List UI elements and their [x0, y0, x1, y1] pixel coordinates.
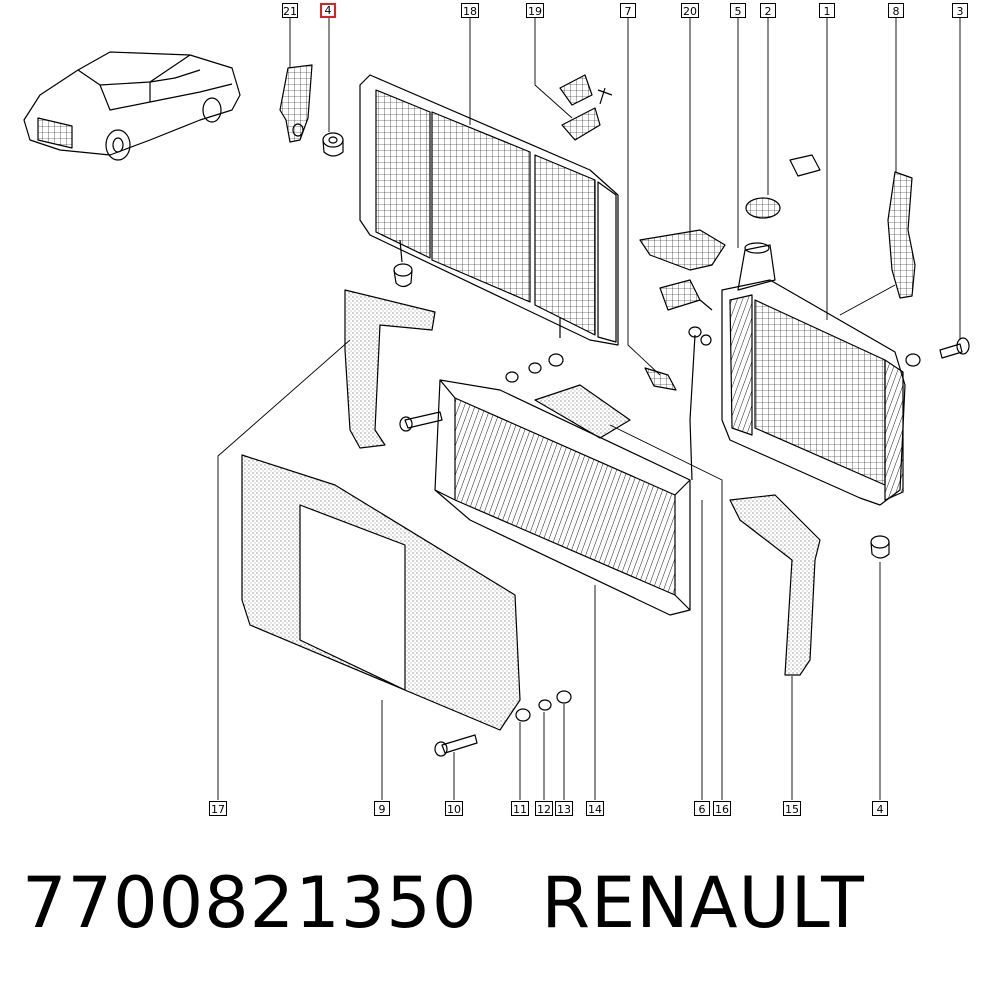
callout-10: 10 — [445, 801, 463, 816]
callout-3: 3 — [952, 3, 968, 18]
callout-18: 18 — [461, 3, 479, 18]
part-20-bracket — [639, 229, 726, 311]
part-4-bottom-grommet — [870, 535, 890, 559]
part-17-deflector — [344, 289, 436, 449]
callout-17: 17 — [209, 801, 227, 816]
part-7-clip — [644, 367, 677, 391]
callout-13: 13 — [555, 801, 573, 816]
callout-12: 12 — [535, 801, 553, 816]
part-3-bolt — [905, 337, 970, 367]
brand-name: RENAULT — [541, 862, 865, 944]
callout-2: 2 — [760, 3, 776, 18]
part-washers-bottom — [515, 690, 572, 722]
callout-15: 15 — [783, 801, 801, 816]
caption: 7700821350 RENAULT — [22, 858, 865, 948]
part-number: 7700821350 — [22, 862, 478, 944]
callout-4-bottom: 4 — [872, 801, 888, 816]
car-thumbnail-icon — [23, 51, 241, 161]
callout-4-highlighted: 4 — [320, 3, 336, 18]
part-18-radiator — [359, 74, 619, 346]
callout-14: 14 — [586, 801, 604, 816]
part-8-bracket — [887, 171, 916, 299]
part-18-mount — [393, 263, 413, 288]
diagram-drawing — [23, 18, 970, 800]
callout-9: 9 — [374, 801, 390, 816]
part-9-shroud — [241, 454, 521, 731]
callout-5: 5 — [730, 3, 746, 18]
part-bolt-left — [399, 411, 443, 432]
part-16-plate — [534, 384, 631, 439]
part-4-grommet — [322, 132, 344, 157]
part-2-filler-cap — [745, 154, 821, 219]
leader-lines — [217, 18, 961, 800]
part-14-condenser — [434, 379, 691, 616]
callout-16: 16 — [713, 801, 731, 816]
callout-7: 7 — [620, 3, 636, 18]
part-6-rod — [688, 326, 712, 481]
part-5-filler-neck — [737, 242, 776, 291]
callout-20: 20 — [681, 3, 699, 18]
part-19-clips — [559, 74, 613, 141]
part-21-bracket — [279, 64, 313, 143]
part-washers-top — [505, 353, 564, 383]
callout-1: 1 — [819, 3, 835, 18]
callout-11: 11 — [511, 801, 529, 816]
part-10-bolt — [434, 734, 478, 757]
exploded-parts-diagram: 21 4 18 19 7 20 5 2 1 8 3 17 9 10 11 12 … — [23, 3, 970, 816]
callout-19: 19 — [526, 3, 544, 18]
callout-21: 21 — [282, 3, 298, 18]
part-15-deflector — [729, 494, 821, 676]
part-1-radiator — [721, 279, 906, 506]
callout-6: 6 — [694, 801, 710, 816]
callout-8: 8 — [888, 3, 904, 18]
